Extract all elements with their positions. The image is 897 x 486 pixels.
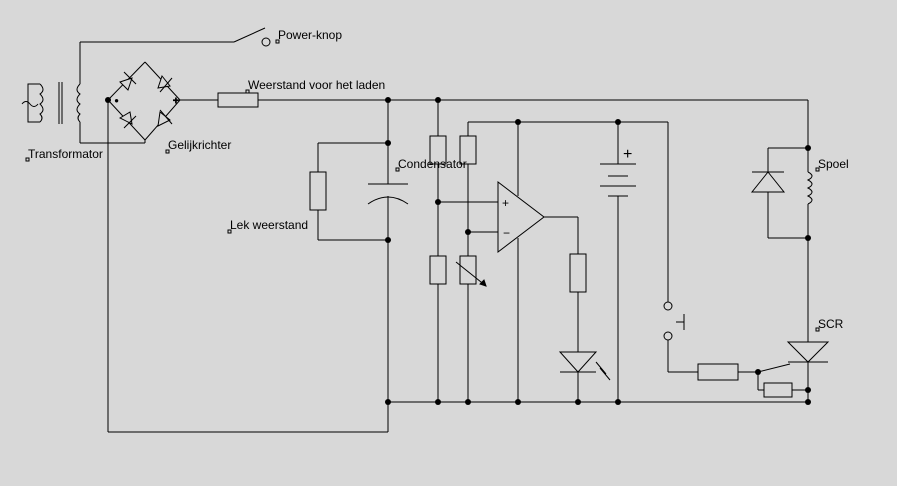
opamp-minus-sign: − [503, 226, 510, 240]
label-markers [25, 39, 820, 332]
label-charging-resistor: Weerstand voor het laden [248, 78, 385, 92]
potentiometer [459, 255, 477, 285]
battery [600, 163, 636, 197]
op-amp-comparator [497, 180, 545, 254]
rectifier-bridge: • + [107, 61, 181, 141]
svg-text:•: • [115, 96, 118, 106]
gate-pulldown-resistor [763, 382, 793, 398]
push-button-bottom [663, 331, 673, 341]
svg-text:+: + [173, 96, 179, 107]
label-leak-resistor: Lek weerstand [230, 218, 308, 232]
divider-resistor-bottom [429, 255, 447, 285]
label-capacitor: Condensator [398, 157, 467, 171]
scr-thyristor [786, 341, 830, 363]
push-button-top [663, 301, 673, 311]
led-resistor [569, 253, 587, 293]
junction-dots [105, 97, 811, 405]
gate-resistor [697, 363, 739, 381]
coil [806, 171, 813, 205]
label-transformer: Transformator [28, 147, 103, 161]
flyback-diode [750, 171, 786, 193]
label-scr: SCR [818, 317, 844, 331]
battery-plus-sign: + [623, 146, 632, 163]
transformer [21, 42, 81, 143]
ac-source-icon [21, 101, 39, 107]
opamp-plus-sign: + [502, 196, 509, 210]
power-button-switch [80, 27, 271, 47]
label-coil: Spoel [818, 157, 849, 171]
label-power-button: Power-knop [278, 28, 342, 42]
charging-resistor [217, 92, 259, 108]
led-indicator [558, 351, 611, 381]
label-rectifier: Gelijkrichter [168, 138, 231, 152]
leak-resistor [309, 171, 327, 211]
